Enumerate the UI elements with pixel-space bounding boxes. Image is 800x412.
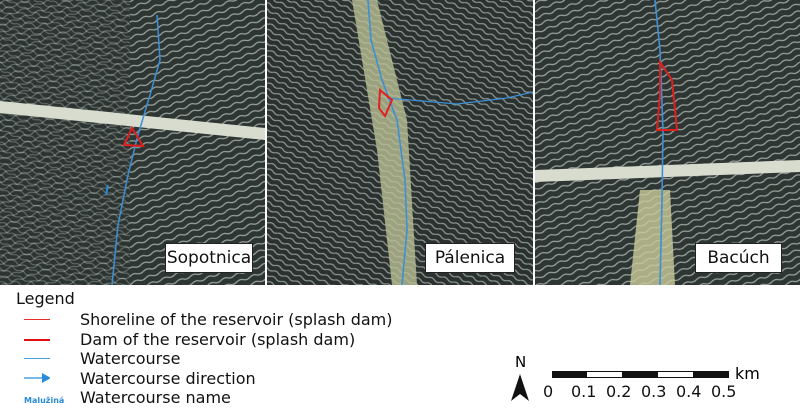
map-panel-palenica: Pálenica (267, 0, 533, 285)
scale-tick-label: 0 (543, 382, 554, 401)
scale-tick-label: 0.4 (676, 382, 702, 401)
scale-tick-label: 0.3 (641, 382, 667, 401)
blue-line-icon (24, 358, 50, 359)
legend-label: Watercourse direction (80, 368, 256, 388)
scale-tick-label: 0.5 (711, 382, 737, 401)
map-image (0, 0, 265, 285)
scale-segments (552, 371, 729, 378)
thick-red-line-icon (24, 338, 50, 341)
legend-item-name: Malužiná Watercourse name (16, 388, 393, 408)
dam-icon (655, 58, 679, 131)
scale-bar: N km 0 0.1 0.2 0.3 0.4 0.5 (507, 350, 797, 410)
watercourse-name-sample: Malužiná (24, 396, 65, 405)
road (0, 101, 265, 140)
legend-item-dam: Dam of the reservoir (splash dam) (16, 330, 393, 350)
map-image (535, 0, 800, 285)
direction-arrow-icon (105, 184, 109, 196)
arrow-right-icon (24, 372, 50, 383)
north-label: N (515, 353, 527, 371)
legend: Legend Shoreline of the reservoir (splas… (16, 289, 393, 408)
map-panel-sopotnica: Sopotnica (0, 0, 265, 285)
legend-item-watercourse: Watercourse (16, 349, 393, 369)
tributary (386, 91, 533, 105)
legend-label: Watercourse (80, 349, 181, 368)
valley (352, 0, 417, 285)
valley (630, 190, 675, 285)
scale-tick-label: 0.1 (571, 382, 597, 401)
legend-item-direction: Watercourse direction (16, 369, 393, 389)
watercourse (111, 14, 161, 285)
legend-label: Dam of the reservoir (splash dam) (80, 329, 356, 349)
scale-unit: km (735, 364, 760, 383)
panel-label: Sopotnica (165, 243, 253, 273)
dam-icon (122, 125, 145, 148)
map-image (267, 0, 533, 285)
watercourse (367, 0, 408, 285)
road (535, 160, 800, 182)
legend-title: Legend (16, 289, 75, 308)
thin-red-line-icon (24, 319, 50, 320)
panel-label: Pálenica (425, 243, 515, 273)
panel-label: Bacúch (695, 243, 782, 273)
map-panel-bacuch: Bacúch (535, 0, 800, 285)
legend-label: Watercourse name (80, 388, 231, 407)
legend-label: Shoreline of the reservoir (splash dam) (80, 310, 393, 329)
legend-item-shoreline: Shoreline of the reservoir (splash dam) (16, 310, 393, 330)
scale-tick-label: 0.2 (606, 382, 632, 401)
north-arrow-icon (511, 374, 529, 401)
dam-icon (377, 87, 394, 118)
